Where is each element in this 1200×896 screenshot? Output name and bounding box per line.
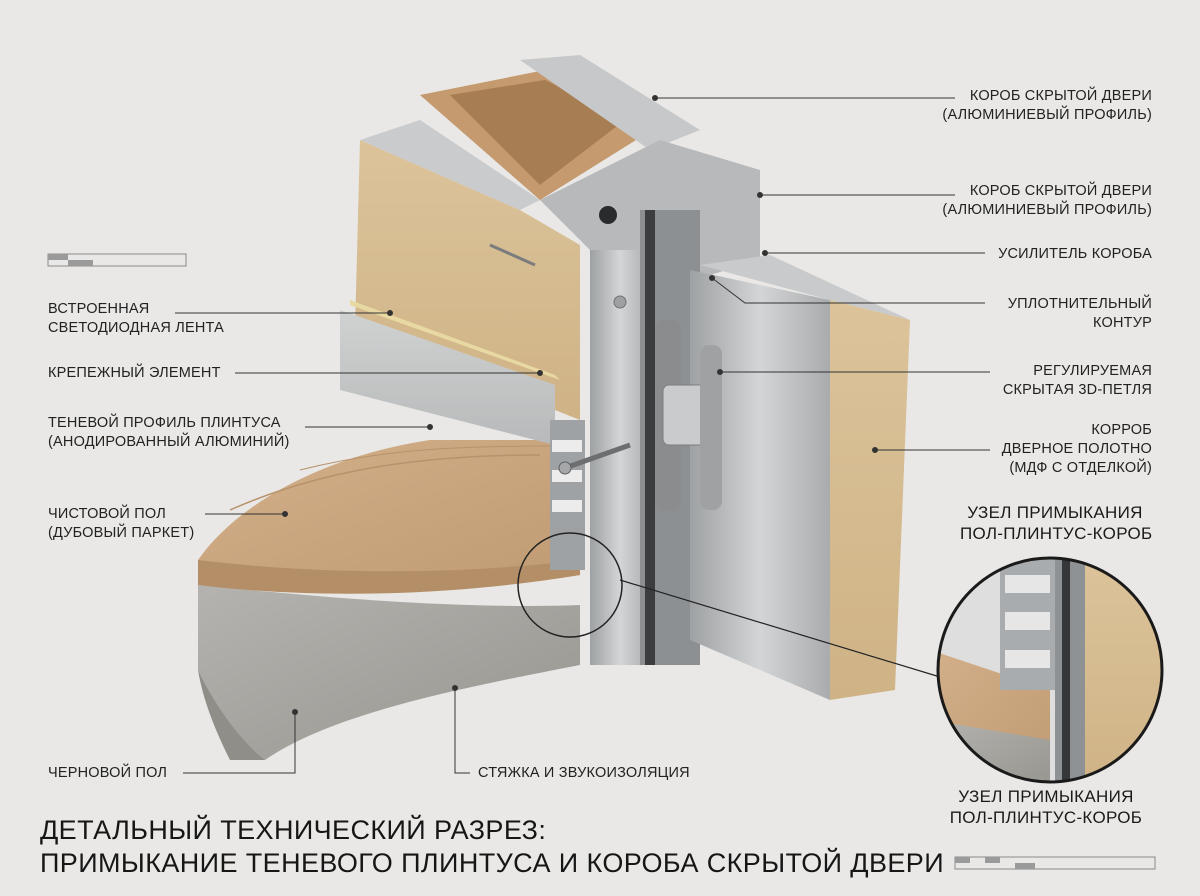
leader-lines (175, 95, 990, 774)
hidden-hinge (655, 320, 722, 510)
label-frame-second: КОРОБ СКРЫТОЙ ДВЕРИ(АЛЮМИНИЕВЫЙ ПРОФИЛЬ) (942, 183, 1152, 218)
label-shadow-profile: ТЕНЕВОЙ ПРОФИЛЬ ПЛИНТУСА(АНОДИРОВАННЫЙ А… (48, 415, 290, 450)
fastener-screw (489, 243, 631, 475)
detail-callout (936, 556, 1164, 784)
scale-bar-right (954, 856, 1156, 870)
detail-connector (619, 579, 951, 681)
page-title: ДЕТАЛЬНЫЙ ТЕХНИЧЕСКИЙ РАЗРЕЗ: ПРИМЫКАНИЕ… (40, 815, 945, 878)
label-subfloor: ЧЕРНОВОЙ ПОЛ (48, 765, 168, 781)
label-screed: СТЯЖКА И ЗВУКОИЗОЛЯЦИЯ (478, 765, 690, 781)
scale-bar-left (47, 253, 187, 267)
label-reinforcement: УСИЛИТЕЛЬ КОРОБА (998, 246, 1152, 262)
label-finish-floor: ЧИСТОВОЙ ПОЛ(ДУБОВЫЙ ПАРКЕТ) (48, 506, 195, 541)
label-frame-top: КОРОБ СКРЫТОЙ ДВЕРИ(АЛЮМИНИЕВЫЙ ПРОФИЛЬ) (942, 88, 1152, 123)
concrete-slab (198, 585, 580, 760)
skirting-profile (340, 300, 585, 570)
detail-marker (517, 532, 623, 638)
label-fastener: КРЕПЕЖНЫЙ ЭЛЕМЕНТ (48, 365, 221, 381)
oak-floor (198, 440, 580, 594)
door-leaf (690, 255, 910, 700)
